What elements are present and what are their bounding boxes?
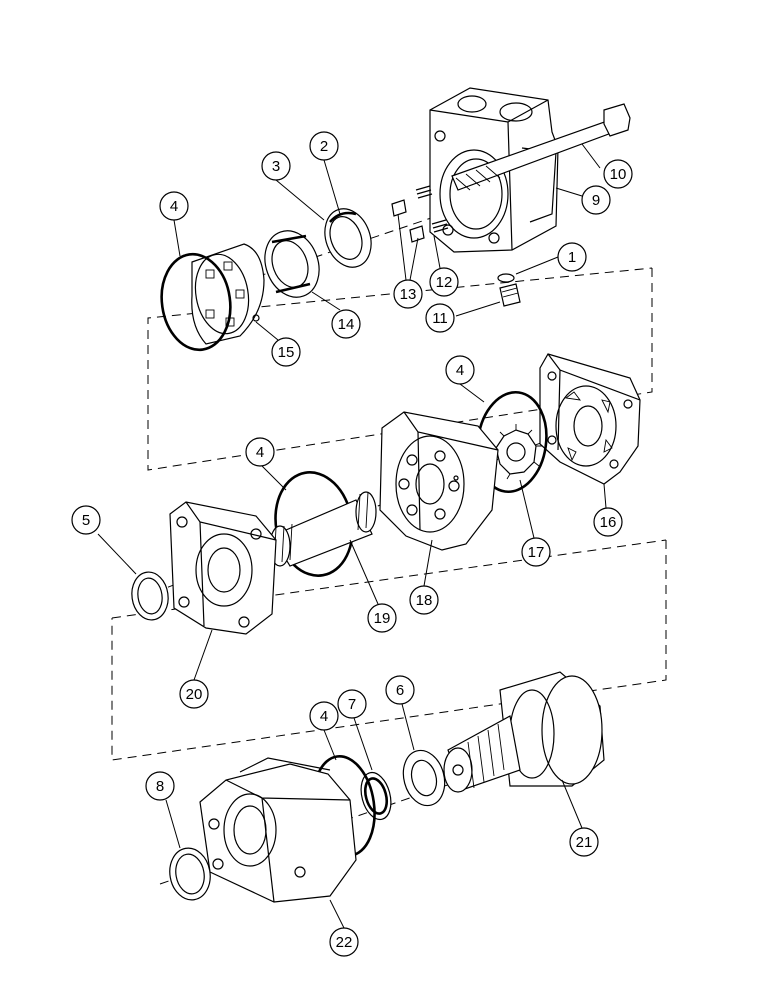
callout-label: 2 bbox=[320, 138, 328, 155]
callout-22: 22 bbox=[329, 927, 359, 957]
callout-5: 5 bbox=[71, 505, 101, 535]
callout-label: 4 bbox=[256, 444, 264, 461]
callout-16: 16 bbox=[593, 507, 623, 537]
callout-9: 9 bbox=[581, 185, 611, 215]
callout-4-bottom: 4 bbox=[309, 701, 339, 731]
callout-label: 1 bbox=[568, 249, 576, 266]
callout-label: 4 bbox=[170, 198, 178, 215]
callout-label: 12 bbox=[436, 274, 453, 291]
callout-label: 10 bbox=[610, 166, 627, 183]
callout-2: 2 bbox=[309, 131, 339, 161]
callout-11: 11 bbox=[425, 303, 455, 333]
callout-1: 1 bbox=[557, 242, 587, 272]
callout-20: 20 bbox=[179, 679, 209, 709]
callout-7: 7 bbox=[337, 689, 367, 719]
callout-19: 19 bbox=[367, 603, 397, 633]
callout-label: 16 bbox=[600, 514, 617, 531]
callout-label: 11 bbox=[432, 310, 448, 327]
part-shaft-19 bbox=[269, 491, 377, 567]
part-ring-8 bbox=[169, 847, 211, 901]
callout-label: 4 bbox=[320, 708, 328, 725]
callout-4-top: 4 bbox=[159, 191, 189, 221]
callout-label: 14 bbox=[338, 316, 355, 333]
callout-label: 19 bbox=[374, 610, 391, 627]
part-housing-9 bbox=[429, 87, 631, 253]
callout-label: 20 bbox=[186, 686, 203, 703]
callout-label: 15 bbox=[278, 344, 295, 361]
part-plate-14 bbox=[264, 230, 320, 298]
callout-label: 22 bbox=[336, 934, 353, 951]
part-output-shaft-21 bbox=[443, 671, 605, 793]
callout-leaders bbox=[97, 143, 607, 929]
callout-6: 6 bbox=[385, 675, 415, 705]
callout-4-shaft: 4 bbox=[245, 437, 275, 467]
callout-label: 7 bbox=[348, 696, 356, 713]
callout-label: 6 bbox=[396, 682, 404, 699]
callout-label: 3 bbox=[272, 158, 280, 175]
part-ring-5 bbox=[131, 571, 169, 621]
part-small-fittings bbox=[391, 185, 521, 307]
part-star-17 bbox=[495, 424, 542, 480]
part-seal-2 bbox=[324, 208, 372, 268]
part-gerotor-18 bbox=[379, 411, 499, 551]
callout-12: 12 bbox=[429, 267, 459, 297]
part-plate-16 bbox=[539, 353, 641, 485]
callout-label: 9 bbox=[592, 192, 600, 209]
callout-17: 17 bbox=[521, 537, 551, 567]
part-housing-20 bbox=[169, 501, 277, 635]
callout-label: 21 bbox=[576, 834, 593, 851]
part-oring-4a bbox=[160, 252, 232, 352]
callout-label: 13 bbox=[400, 286, 417, 303]
callout-label: 8 bbox=[156, 778, 164, 795]
callout-label: 4 bbox=[456, 362, 464, 379]
callout-13: 13 bbox=[393, 279, 423, 309]
callout-21: 21 bbox=[569, 827, 599, 857]
callout-14: 14 bbox=[331, 309, 361, 339]
callout-10: 10 bbox=[603, 159, 633, 189]
callout-3: 3 bbox=[261, 151, 291, 181]
callout-8: 8 bbox=[145, 771, 175, 801]
callout-label: 5 bbox=[82, 512, 90, 529]
callout-15: 15 bbox=[271, 337, 301, 367]
callout-18: 18 bbox=[409, 585, 439, 615]
part-housing-22 bbox=[199, 757, 357, 903]
part-washer-6 bbox=[402, 749, 446, 807]
callout-label: 18 bbox=[416, 592, 433, 609]
callout-label: 17 bbox=[528, 544, 545, 561]
callout-4-rotor: 4 bbox=[445, 355, 475, 385]
